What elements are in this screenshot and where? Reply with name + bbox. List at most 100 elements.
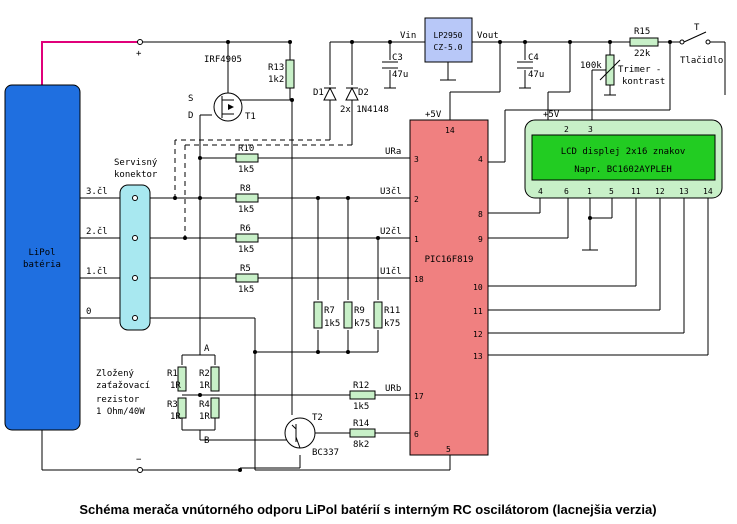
lcd-pin-2: 2 <box>564 125 569 134</box>
regulator-vin: Vin <box>400 31 416 41</box>
r11-ref: R11 <box>384 306 400 316</box>
cell-0-label: 0 <box>86 307 91 317</box>
load-resistor-network: R1 1R R2 1R R3 1R R4 1R A B Zložený zaťa… <box>96 344 220 446</box>
r7-ref: R7 <box>324 306 335 316</box>
r1-value: 1R <box>170 381 181 391</box>
resistor-r10: R10 1k5 <box>235 144 259 175</box>
r1-ref: R1 <box>167 369 178 379</box>
r13-value: 1k2 <box>268 75 284 85</box>
minus-terminal-label: − <box>136 455 142 465</box>
regulator-vout: Vout <box>477 31 499 41</box>
node-b: B <box>204 436 209 446</box>
t1-ref: T1 <box>245 112 256 122</box>
r9-ref: R9 <box>354 306 365 316</box>
cell-1-label: 1.čl <box>86 266 108 277</box>
capacitor-c4: C4 47u <box>517 53 544 89</box>
r11-value: k75 <box>384 319 400 329</box>
pushbutton: T Tlačidlo <box>679 23 723 66</box>
pic-pin-13: 13 <box>473 352 483 361</box>
load-label-line1: Zložený <box>96 369 135 379</box>
r3-value: 1R <box>170 412 181 422</box>
trimmer-value: 100k <box>580 61 602 71</box>
r2-value: 1R <box>199 381 210 391</box>
d1-ref: D1 <box>313 88 324 98</box>
lcd-pin-12: 12 <box>655 187 665 196</box>
pic-pin-4: 4 <box>478 155 483 164</box>
cell-3-label: 3.čl <box>86 186 108 197</box>
signal-u2: U2čl <box>380 226 402 237</box>
resistor-r8: R8 1k5 <box>235 184 259 215</box>
lcd-pin-3: 3 <box>588 125 593 134</box>
resistor-r14: R14 8k2 <box>349 419 376 450</box>
r10-value: 1k5 <box>238 165 254 175</box>
r6-ref: R6 <box>240 224 251 234</box>
plus-terminal-label: + <box>136 49 142 59</box>
lcd-pin-13: 13 <box>679 187 689 196</box>
r4-value: 1R <box>199 412 210 422</box>
lcd-line1: LCD displej 2x16 znakov <box>561 147 686 157</box>
pic-pin-14: 14 <box>445 126 455 135</box>
regulator-line2: CZ-5.0 <box>434 43 463 52</box>
battery-positive-wire <box>41 41 140 85</box>
caption: Schéma merača vnútorného odporu LiPol ba… <box>79 502 656 517</box>
c4-value: 47u <box>528 70 544 80</box>
trimmer-label-line2: kontrast <box>622 77 665 87</box>
pic-pin-1: 1 <box>414 235 419 244</box>
lcd-display: LCD displej 2x16 znakov Napr. BC1602AYPL… <box>524 119 723 199</box>
diodes-value: 2x 1N4148 <box>340 105 389 115</box>
r8-value: 1k5 <box>238 205 254 215</box>
t1-part-number: IRF4905 <box>204 55 242 65</box>
lcd-pin-11: 11 <box>631 187 641 196</box>
r6-value: 1k5 <box>238 245 254 255</box>
pic-pin-11: 11 <box>473 307 483 316</box>
trimmer-contrast: 100k Trimer - kontrast <box>580 54 665 96</box>
battery-label-line1: LiPol <box>28 248 55 258</box>
resistor-r13: R13 1k2 <box>268 59 295 89</box>
r10-ref: R10 <box>238 144 254 154</box>
resistor-r7: R7 1k5 <box>313 301 340 329</box>
r2-ref: R2 <box>199 369 210 379</box>
pic-pin-10: 10 <box>473 283 483 292</box>
r14-value: 8k2 <box>353 440 369 450</box>
load-label-line3: rezistor <box>96 395 140 405</box>
r12-ref: R12 <box>353 381 369 391</box>
d2-ref: D2 <box>358 88 369 98</box>
cell-2-label: 2.čl <box>86 226 108 237</box>
lipol-battery: LiPol batéria <box>4 84 81 431</box>
pic-pin-8: 8 <box>478 210 483 219</box>
lcd-vcc-label: +5V <box>543 110 560 120</box>
lcd-pin-5: 5 <box>609 187 614 196</box>
resistor-r5: R5 1k5 <box>235 264 259 295</box>
battery-label-line2: batéria <box>23 259 61 270</box>
r13-ref: R13 <box>268 63 284 73</box>
pic-pin-2: 2 <box>414 195 419 204</box>
t2-part-number: BC337 <box>312 448 339 458</box>
r15-value: 22k <box>634 49 651 59</box>
mosfet-t1: IRF4905 T1 S D <box>188 55 256 122</box>
t2-ref: T2 <box>312 413 323 423</box>
button-label: Tlačidlo <box>680 55 723 66</box>
signal-urb: URb <box>385 384 401 394</box>
signal-ura: URa <box>385 147 401 157</box>
pic-pin-9: 9 <box>478 235 483 244</box>
diodes-d1-d2: D1 D2 2x 1N4148 <box>313 86 389 115</box>
resistor-r9: R9 k75 <box>343 301 370 329</box>
r3-ref: R3 <box>167 400 178 410</box>
node-a: A <box>204 344 210 354</box>
resistor-r6: R6 1k5 <box>235 224 259 255</box>
pic-pin-3: 3 <box>414 155 419 164</box>
lcd-pin-6: 6 <box>564 187 569 196</box>
t1-pin-s: S <box>188 94 193 104</box>
button-symbol: T <box>694 23 700 33</box>
lcd-pin-4: 4 <box>538 187 543 196</box>
r4-ref: R4 <box>199 400 210 410</box>
capacitor-c3: C3 47u <box>382 53 408 89</box>
lcd-line2: Napr. BC1602AYPLEH <box>574 165 672 175</box>
load-label-line2: zaťažovací <box>96 381 150 391</box>
c3-value: 47u <box>392 70 408 80</box>
pic-pin-18: 18 <box>414 275 424 284</box>
service-connector: Servisný konektor <box>114 158 158 331</box>
resistor-r15: R15 22k <box>629 27 659 59</box>
signal-u1: U1čl <box>380 266 402 277</box>
regulator-line1: LP2950 <box>434 31 463 40</box>
